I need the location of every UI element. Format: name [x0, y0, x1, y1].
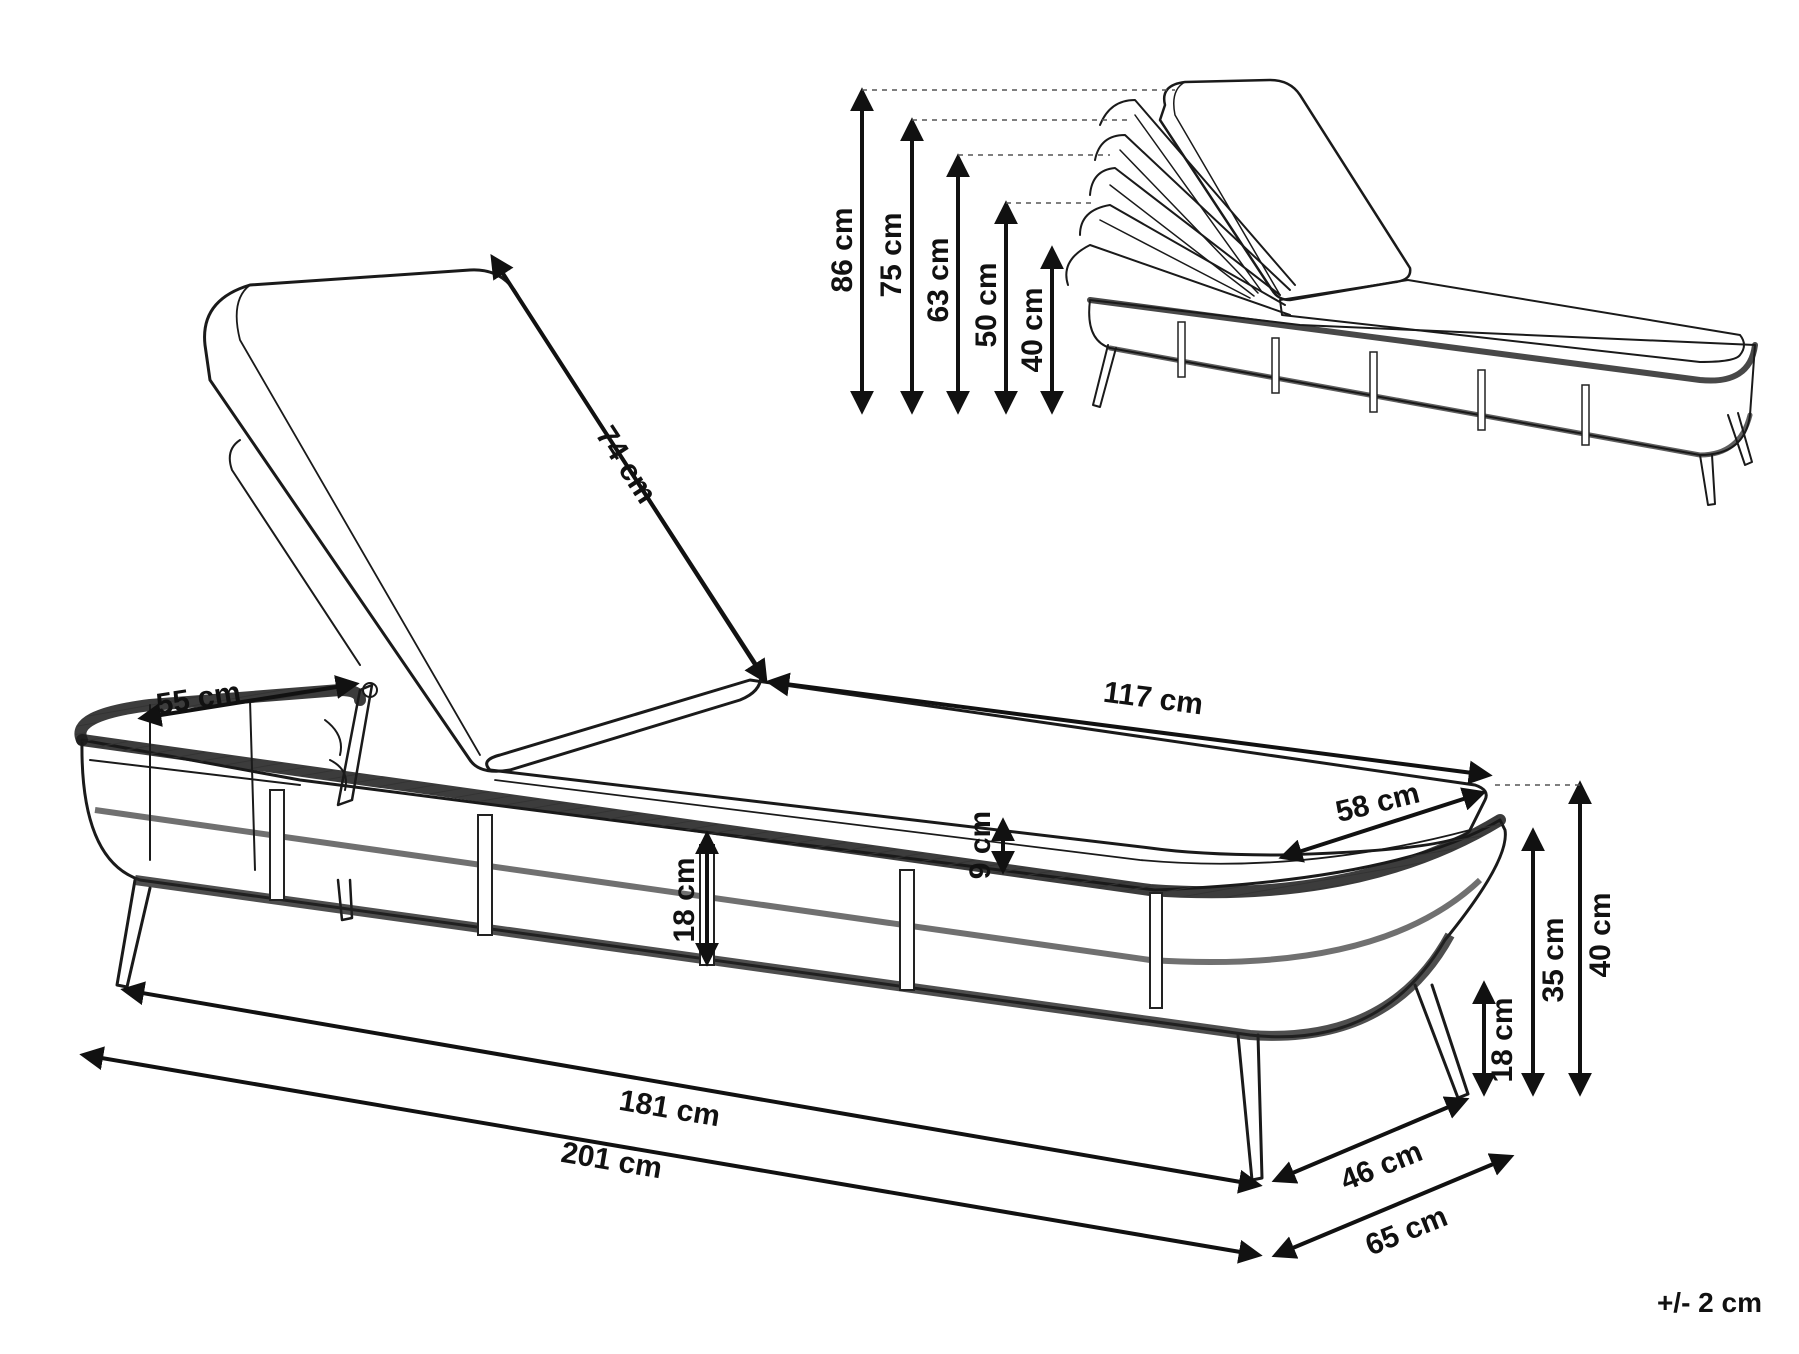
label-leg-span-width: 46 cm: [1336, 1135, 1427, 1197]
label-total-length: 201 cm: [559, 1136, 665, 1185]
label-total-width: 65 cm: [1361, 1200, 1452, 1262]
label-cushion-thickness: 9 cm: [964, 811, 997, 879]
label-seat-height: 35 cm: [1537, 917, 1570, 1002]
recline-preview: [1065, 78, 1758, 506]
label-seat-length: 117 cm: [1101, 676, 1205, 722]
label-backrest-height-3: 63 cm: [922, 237, 955, 322]
label-frame-height: 18 cm: [668, 857, 701, 942]
dimension-lines: [79, 87, 1592, 1264]
label-seat-width: 58 cm: [1332, 776, 1423, 829]
label-total-height: 40 cm: [1584, 892, 1617, 977]
label-backrest-height-2: 75 cm: [875, 212, 908, 297]
lounger-legs: [115, 878, 1470, 1182]
label-backrest-height-4: 50 cm: [970, 262, 1003, 347]
wicker-frame: [74, 682, 1507, 1041]
label-head-width: 55 cm: [154, 676, 243, 722]
label-backrest-length: 74 cm: [589, 420, 663, 509]
label-leg-height: 18 cm: [1486, 997, 1519, 1082]
tolerance-note: +/- 2 cm: [1657, 1287, 1762, 1318]
label-backrest-height-1: 86 cm: [826, 207, 859, 292]
frame-posts: [269, 789, 1163, 1009]
label-backrest-height-5: 40 cm: [1016, 287, 1049, 372]
main-lounger: [74, 268, 1507, 1182]
